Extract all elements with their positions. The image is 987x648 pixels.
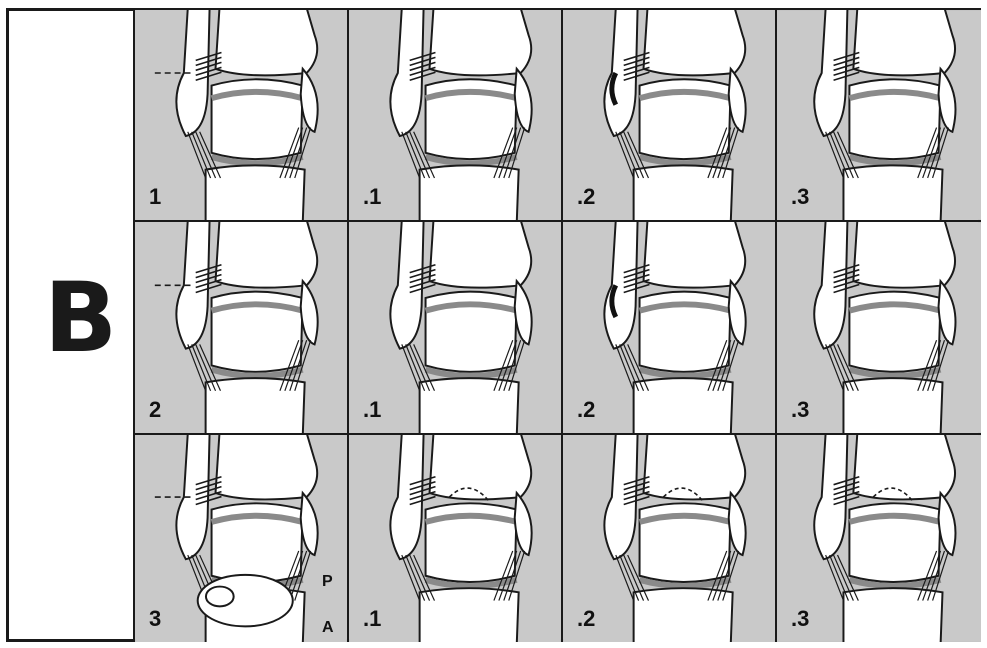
- cell-row1-sub3: .3: [775, 8, 981, 220]
- tibia: [430, 10, 532, 75]
- calcaneus: [420, 588, 519, 642]
- tibia: [216, 222, 318, 288]
- subtype-label: .1: [363, 606, 381, 632]
- calcaneus: [206, 165, 305, 220]
- tibia: [644, 10, 746, 75]
- calcaneus: [843, 165, 942, 220]
- tibia: [853, 10, 955, 75]
- calcaneus: [843, 378, 942, 433]
- posterior-marker: P: [322, 573, 333, 591]
- calcaneus: [634, 165, 733, 220]
- tibia: [216, 10, 318, 75]
- ankle-diagram: [135, 10, 347, 220]
- subtype-label: .3: [791, 397, 809, 423]
- calcaneus: [634, 588, 733, 642]
- subtype-label: .1: [363, 184, 381, 210]
- subtype-label: .2: [577, 397, 595, 423]
- subtype-label: .1: [363, 397, 381, 423]
- subtype-label: .3: [791, 184, 809, 210]
- cell-row2-main: 2: [133, 220, 347, 433]
- row-label: 1: [149, 184, 161, 210]
- calcaneus: [843, 588, 942, 642]
- cell-row3-sub1: .1: [347, 433, 561, 642]
- calcaneus: [634, 378, 733, 433]
- cell-row2-sub3: .3: [775, 220, 981, 433]
- ankle-diagram: [135, 222, 347, 433]
- cell-row1-main: 1: [133, 8, 347, 220]
- tibia: [853, 435, 955, 499]
- subtype-label: .3: [791, 606, 809, 632]
- tibia: [644, 435, 746, 499]
- ankle-diagram: [135, 435, 347, 642]
- cell-row1-sub2: .2: [561, 8, 775, 220]
- classification-grid: 1 .1 .2 .3 2 .1 .2 .3 3 P A .1 .2: [133, 8, 981, 642]
- calcaneus: [420, 165, 519, 220]
- cell-row3-main: 3 P A: [133, 433, 347, 642]
- axial-fibula-view: [206, 587, 234, 607]
- tibia: [430, 435, 532, 499]
- tibia: [853, 222, 955, 288]
- group-letter: B: [44, 270, 117, 366]
- anterior-marker: A: [322, 619, 334, 637]
- row-label: 2: [149, 397, 161, 423]
- subtype-label: .2: [577, 184, 595, 210]
- cell-row2-sub2: .2: [561, 220, 775, 433]
- cell-row3-sub3: .3: [775, 433, 981, 642]
- cell-row3-sub2: .2: [561, 433, 775, 642]
- tibia: [430, 222, 532, 288]
- tibia: [644, 222, 746, 288]
- tibia: [216, 435, 318, 499]
- calcaneus: [206, 378, 305, 433]
- subtype-label: .2: [577, 606, 595, 632]
- cell-row1-sub1: .1: [347, 8, 561, 220]
- calcaneus: [420, 378, 519, 433]
- cell-row2-sub1: .1: [347, 220, 561, 433]
- row-label: 3: [149, 606, 161, 632]
